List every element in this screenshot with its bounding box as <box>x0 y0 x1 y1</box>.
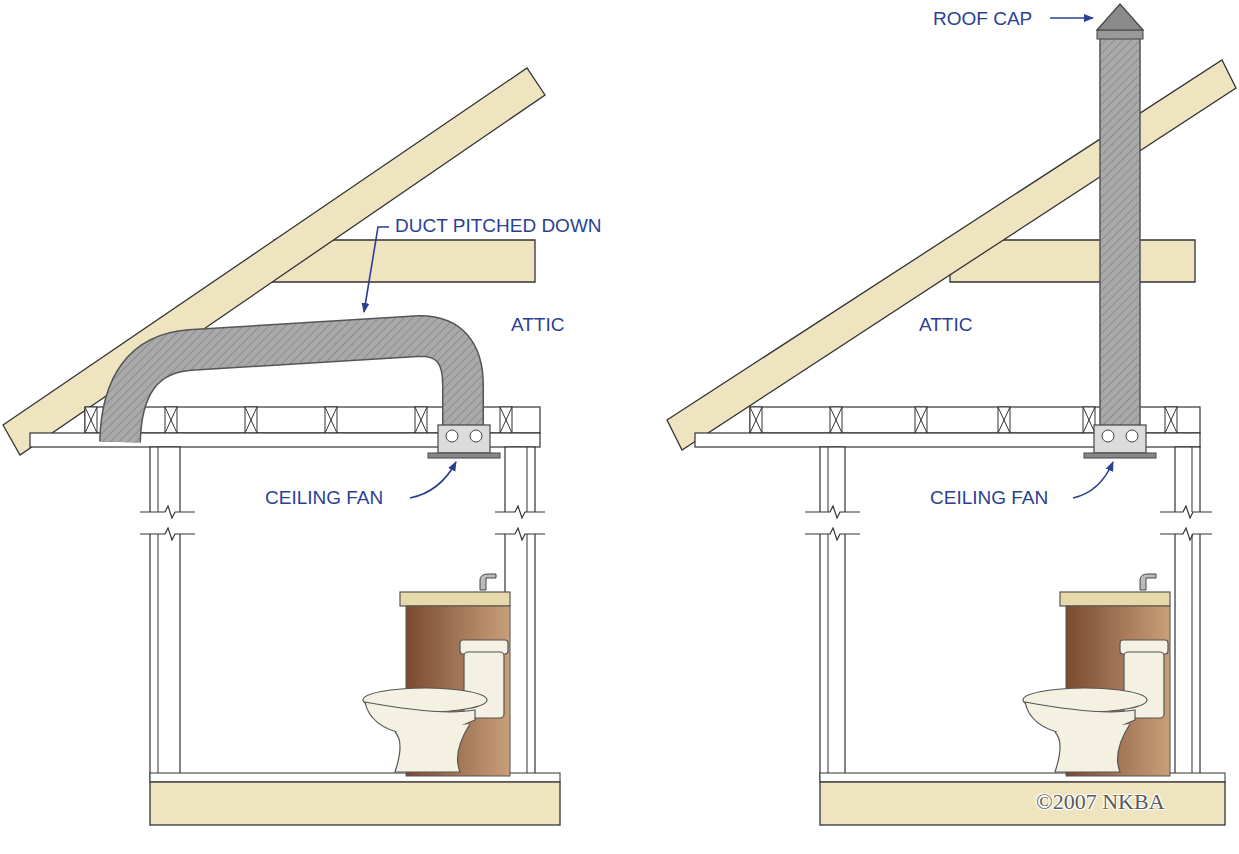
copyright-notice: ©2007 NKBA <box>1036 789 1165 814</box>
callout-label: CEILING FAN <box>265 487 383 509</box>
space-label: ATTIC <box>511 314 564 336</box>
callout-label: CEILING FAN <box>930 487 1048 509</box>
space-label: ATTIC <box>919 314 972 336</box>
callout-label: ROOF CAP <box>933 8 1032 30</box>
callout-label: DUCT PITCHED DOWN <box>395 215 602 237</box>
